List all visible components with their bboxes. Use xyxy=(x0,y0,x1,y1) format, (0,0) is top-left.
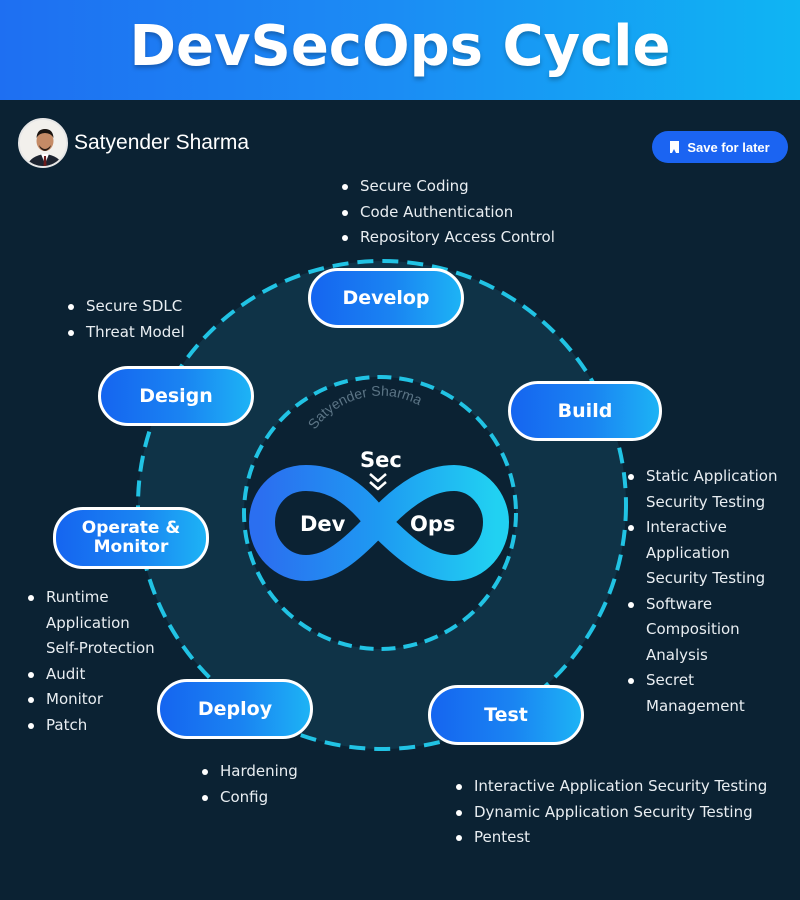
list-item-continuation: Security Testing xyxy=(646,569,766,587)
outer-dashed-ring xyxy=(136,259,628,751)
inner-dashed-ring xyxy=(242,375,518,651)
list-item: Repository Access Control xyxy=(338,225,555,251)
list-item: Code Authentication xyxy=(338,200,555,226)
list-item: Interactive Application Security Testing xyxy=(452,774,767,800)
author-name: Satyender Sharma xyxy=(74,131,250,154)
list-item: Runtime xyxy=(24,585,155,611)
list-item: Config xyxy=(198,785,298,811)
list-item: Secret xyxy=(624,668,777,694)
bookmark-icon xyxy=(670,141,680,153)
operate-monitor-practices-list: Runtime Application Self-Protection Audi… xyxy=(24,585,155,738)
design-practices-list: Secure SDLC Threat Model xyxy=(64,294,185,345)
save-for-later-label: Save for later xyxy=(687,139,770,155)
stage-design-button[interactable]: Design xyxy=(98,366,254,426)
list-item: Software xyxy=(624,592,777,618)
list-item-continuation: Composition xyxy=(646,620,740,638)
test-practices-list: Interactive Application Security Testing… xyxy=(452,774,767,851)
list-item-continuation: Application xyxy=(646,543,730,562)
stage-build-button[interactable]: Build xyxy=(508,381,662,441)
stage-operate-label-line2: Monitor xyxy=(93,537,169,557)
build-practices-list: Static Application Security Testing Inte… xyxy=(624,464,777,719)
list-item: Audit xyxy=(24,662,155,688)
header-banner: DevSecOps Cycle xyxy=(0,0,800,100)
list-item: Patch xyxy=(24,713,155,739)
list-item: Secure Coding xyxy=(338,174,555,200)
list-item: Hardening xyxy=(198,759,298,785)
avatar xyxy=(18,118,68,168)
list-item-continuation: Security Testing xyxy=(646,492,766,511)
page-title: DevSecOps Cycle xyxy=(129,14,671,79)
list-item-continuation: Self-Protection xyxy=(46,639,155,657)
ops-label: Ops xyxy=(410,512,456,536)
list-item-continuation: Analysis xyxy=(646,645,708,664)
infinity-icon xyxy=(249,465,509,581)
list-item-continuation: Application xyxy=(46,613,130,632)
list-item: Secure SDLC xyxy=(64,294,185,320)
develop-practices-list: Secure Coding Code Authentication Reposi… xyxy=(338,174,555,251)
stage-test-button[interactable]: Test xyxy=(428,685,584,745)
deploy-practices-list: Hardening Config xyxy=(198,759,298,810)
sec-label: Sec xyxy=(360,448,402,472)
stage-operate-label-line1: Operate & xyxy=(81,518,181,539)
list-item: Dynamic Application Security Testing xyxy=(452,800,767,826)
stage-deploy-button[interactable]: Deploy xyxy=(157,679,313,739)
list-item: Static Application xyxy=(624,464,777,490)
list-item: Pentest xyxy=(452,825,767,851)
list-item: Monitor xyxy=(24,687,155,713)
save-for-later-button[interactable]: Save for later xyxy=(652,131,788,163)
list-item: Interactive xyxy=(624,515,777,541)
stage-operate-monitor-button[interactable]: Operate & Monitor xyxy=(53,507,209,569)
double-chevron-down-icon xyxy=(369,473,387,491)
dev-label: Dev xyxy=(300,512,346,536)
list-item-continuation: Management xyxy=(646,696,745,715)
list-item: Threat Model xyxy=(64,320,185,346)
stage-develop-button[interactable]: Develop xyxy=(308,268,464,328)
